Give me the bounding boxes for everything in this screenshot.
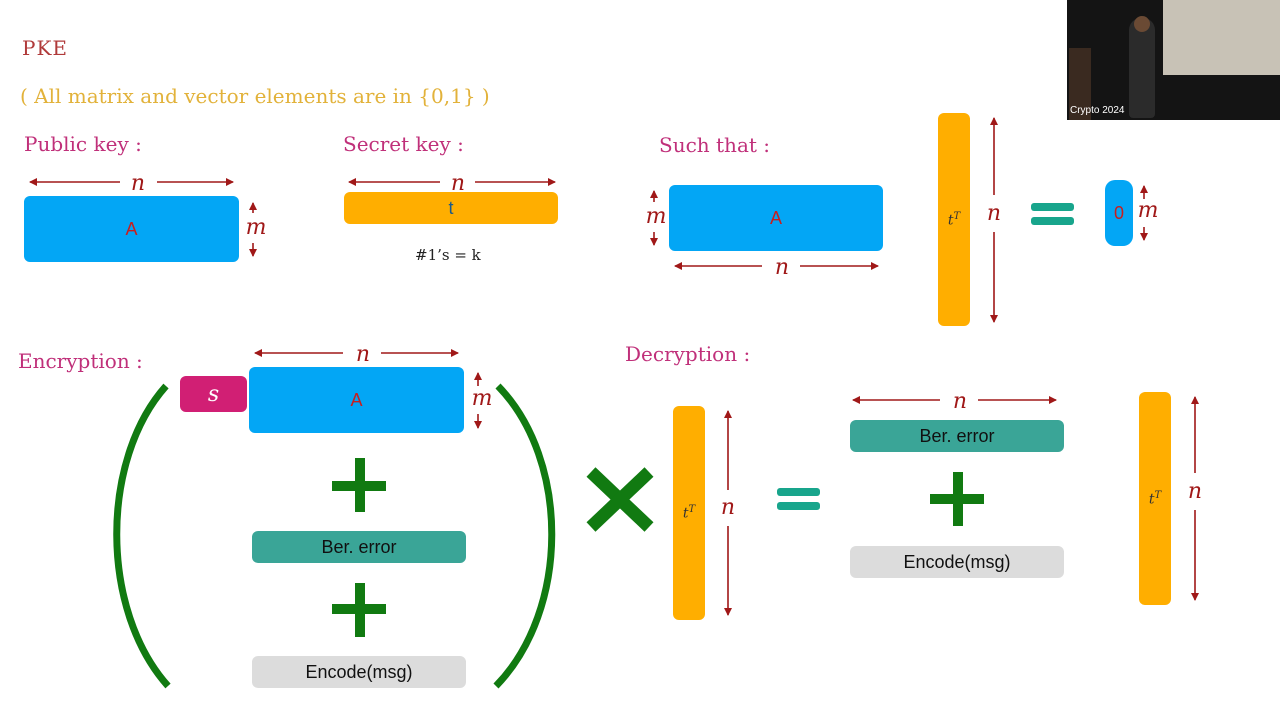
encryption-label: Encryption : (18, 349, 143, 373)
symbol-m: m (246, 215, 267, 240)
tT-label: tT (682, 504, 696, 522)
symbol-n: n (451, 171, 465, 196)
tT-label: tT (1148, 489, 1162, 508)
zero-vector: 0 (1105, 180, 1133, 246)
encryption-encode-msg: Encode(msg) (252, 656, 466, 688)
symbol-n: n (953, 389, 967, 414)
equals-icon (777, 488, 820, 496)
symbol-m: m (646, 204, 667, 229)
encryption-ber-error: Ber. error (252, 531, 466, 563)
symbol-n: n (356, 342, 370, 367)
decryption-vector-tT: tT (1139, 392, 1171, 605)
speaker-figure (1129, 16, 1155, 118)
symbol-n: n (775, 255, 789, 280)
encryption-matrix-A: A (249, 367, 464, 433)
decryption-label: Decryption : (625, 342, 751, 366)
such-that-vector-tT: tT (938, 113, 970, 326)
times-icon (586, 467, 654, 532)
right-parenthesis (493, 383, 556, 689)
projection-screen (1163, 0, 1280, 75)
secret-key-label: Secret key : (343, 132, 464, 156)
ones-count-text: #1’s = k (415, 246, 481, 264)
left-parenthesis (113, 383, 171, 689)
public-key-matrix-A: A (24, 196, 239, 262)
symbol-m: m (1138, 198, 1159, 223)
symbol-n: n (721, 495, 735, 520)
public-key-label: Public key : (24, 132, 142, 156)
slide-title: PKE (22, 36, 68, 60)
symbol-m: m (472, 386, 493, 411)
webcam-caption: Crypto 2024 (1070, 105, 1125, 116)
speaker-webcam: Crypto 2024 (1067, 0, 1280, 120)
symbol-n: n (131, 171, 145, 196)
equals-icon (1031, 203, 1074, 211)
symbol-n: n (1188, 479, 1202, 504)
symbol-n: n (987, 201, 1001, 226)
such-that-label: Such that : (659, 133, 770, 157)
vector-s: s (180, 376, 247, 412)
decryption-encode-msg: Encode(msg) (850, 546, 1064, 578)
podium (1069, 48, 1091, 120)
decryption-ber-error: Ber. error (850, 420, 1064, 452)
such-that-matrix-A: A (669, 185, 883, 251)
secret-key-vector-t: t (344, 192, 558, 224)
slide-note: ( All matrix and vector elements are in … (20, 84, 490, 108)
encryption-vector-tT: tT (673, 406, 705, 620)
tT-label: tT (947, 210, 961, 229)
